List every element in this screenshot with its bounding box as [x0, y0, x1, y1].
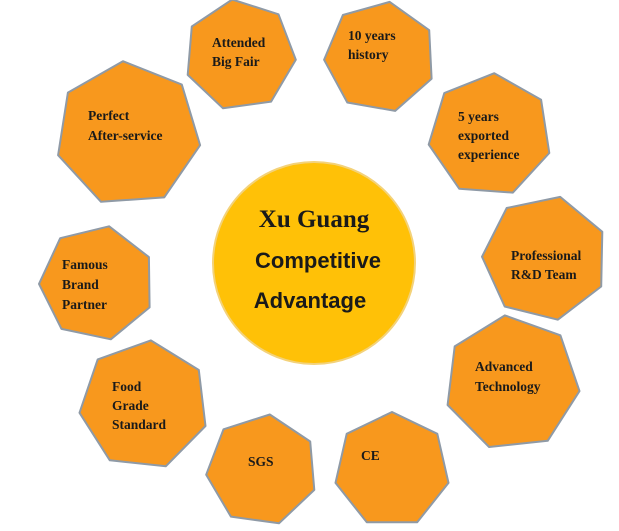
advantage-heptagon [57, 60, 202, 203]
advantage-label-line: experience [458, 147, 519, 162]
advantage-label-line: Big Fair [212, 54, 260, 69]
advantage-label-line: Grade [112, 398, 149, 413]
advantage-item: 10 years history [323, 0, 433, 112]
advantage-label-line: CE [361, 448, 380, 463]
center-line-competitive: Competitive [255, 248, 381, 273]
center-circle [212, 161, 416, 365]
advantage-heptagon [38, 225, 151, 341]
advantage-label-line: Food [112, 379, 142, 394]
advantage-heptagon [78, 339, 207, 468]
advantage-label-line: Professional [511, 248, 581, 263]
advantage-label-line: 5 years [458, 109, 499, 124]
center-line-advantage: Advantage [254, 288, 366, 313]
advantage-item: 5 years exported experience [427, 72, 551, 194]
advantage-label-line: Partner [62, 297, 107, 312]
advantage-label-line: exported [458, 128, 509, 143]
advantage-label-line: Standard [112, 417, 167, 432]
advantage-label-line: Attended [212, 35, 266, 50]
advantage-label-line: SGS [248, 454, 274, 469]
advantage-heptagon [205, 413, 316, 525]
advantage-label-line: R&D Team [511, 267, 577, 282]
advantage-label-line: Brand [62, 277, 99, 292]
advantage-label-line: Perfect [88, 108, 130, 123]
advantage-label-line: history [348, 47, 389, 62]
advantage-heptagon [481, 195, 604, 321]
advantage-item: CE [334, 411, 450, 524]
advantage-label-line: After-service [88, 128, 162, 143]
advantage-heptagon [334, 411, 450, 524]
advantage-heptagon [427, 72, 551, 194]
center-title: Xu Guang [259, 206, 370, 233]
advantage-label-line: Advanced [475, 359, 533, 374]
advantage-heptagon [186, 0, 297, 110]
advantage-item: SGS [205, 413, 316, 525]
advantage-heptagon [446, 314, 581, 448]
advantage-label-line: Famous [62, 257, 108, 272]
advantage-label-line: Technology [475, 379, 541, 394]
advantage-label-line: 10 years [348, 28, 396, 43]
advantage-heptagon [323, 0, 433, 112]
